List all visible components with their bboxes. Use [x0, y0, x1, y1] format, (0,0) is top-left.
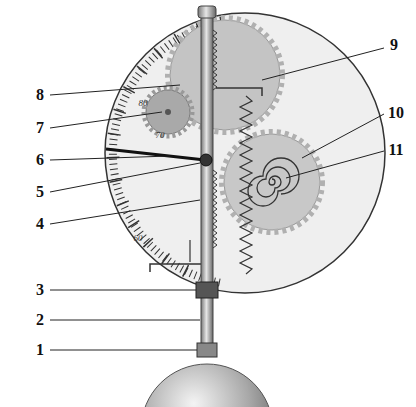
callout-number: 10 [388, 105, 404, 121]
gear-teeth [222, 132, 322, 232]
dial-housing [105, 13, 385, 293]
callout-number: 2 [36, 312, 44, 328]
callout-number: 7 [36, 120, 44, 136]
bracket [150, 264, 205, 272]
spiral-spring [248, 158, 299, 206]
scale-number: 60 [134, 234, 143, 243]
callout-number: 6 [36, 152, 44, 168]
callout-number: 8 [36, 87, 44, 103]
guide-sleeve [196, 282, 218, 298]
scale-number: 80 [139, 99, 148, 108]
scale-number: 70 [156, 131, 165, 140]
rack [213, 170, 217, 248]
callout-number: 9 [390, 37, 398, 53]
callout-number: 5 [36, 184, 44, 200]
spring-bracket [216, 88, 262, 96]
pointer-hub [200, 154, 212, 166]
gear-teeth [144, 88, 192, 136]
bracket [189, 240, 190, 262]
gear-axle [165, 109, 171, 115]
pointer [106, 149, 205, 160]
leader-lines [50, 48, 384, 350]
rod-cap [198, 6, 216, 18]
float-ball [141, 364, 273, 407]
coil-spring [240, 96, 252, 274]
rod-nut [197, 343, 217, 357]
callout-number: 4 [36, 216, 44, 232]
callout-number: 3 [36, 282, 44, 298]
callout-number: 11 [388, 142, 403, 158]
callout-number: 1 [36, 342, 44, 358]
rack [213, 30, 217, 90]
